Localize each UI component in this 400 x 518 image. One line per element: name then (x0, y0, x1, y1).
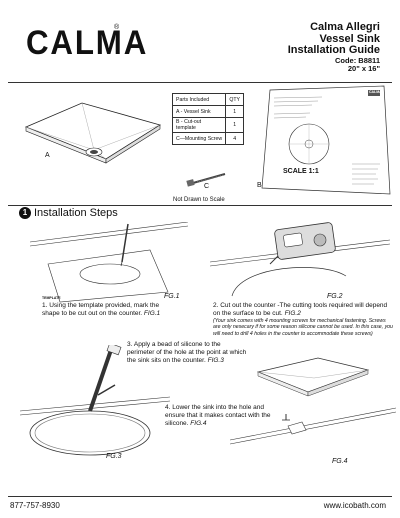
fig3-applying-silicone (20, 345, 170, 456)
label-c: C (204, 183, 210, 190)
step1-ref: FIG.1 (143, 310, 161, 318)
installation-steps-title: Installation Steps (34, 207, 118, 219)
header-product-type: Vessel Sink (319, 32, 380, 45)
part-name: B - Cut-out template (171, 117, 227, 133)
vessel-sink-illustration (24, 102, 161, 164)
parts-header-qty: QTY (225, 93, 244, 106)
header-size: 20" x 16" (347, 63, 380, 73)
guide-header: Calma Allegri Vessel Sink Installation G… (287, 21, 380, 73)
template-logo: CALMA (369, 90, 382, 94)
step2-ref: FIG.2 (284, 310, 301, 318)
part-qty: 1 (225, 105, 244, 118)
step4-text: 4. Lower the sink into the hole and ensu… (165, 404, 271, 428)
table-row: A - Vessel Sink 1 (171, 105, 244, 118)
parts-table-header: Parts Included QTY (171, 93, 244, 106)
step2-text: 2. Cut out the counter -The cutting tool… (213, 302, 388, 318)
section-divider (8, 205, 392, 206)
header-guide-title: Installation Guide (287, 44, 380, 57)
mounting-screw-illustration (186, 173, 226, 187)
step3-ref: FIG.3 (207, 357, 224, 365)
cutout-template-sheet-illustration (261, 85, 391, 195)
step3-text: 3. Apply a bead of silicone to the perim… (127, 341, 247, 365)
fig1-label: FG.1 (164, 293, 180, 300)
step1-text: 1. Using the template provided, mark the… (42, 302, 160, 318)
template-scale: SCALE 1:1 (283, 168, 319, 175)
fig4-label: FG.4 (332, 458, 348, 465)
parts-table: Parts Included QTY A - Vessel Sink 1 B -… (171, 93, 244, 145)
label-a: A (45, 152, 50, 159)
fig1-template-on-counter (30, 222, 188, 303)
parts-header-name: Parts Included (171, 93, 227, 106)
part-qty: 4 (225, 132, 244, 145)
registered-mark: ® (114, 24, 120, 31)
header-code: Code: B8811 (334, 55, 380, 65)
header-product-line: Calma Allegri (310, 21, 380, 33)
fig1-template-label: TEMPLATE (42, 296, 61, 300)
step-number-badge: 1 (19, 207, 31, 220)
not-to-scale-note: Not Drawn to Scale (173, 197, 225, 203)
step4-ref: FIG.4 (190, 420, 207, 428)
step4-instruction: 4. Lower the sink into the hole and ensu… (165, 404, 280, 428)
fig2-cutting-counter (210, 222, 390, 297)
footer-divider (8, 496, 392, 497)
table-row: B - Cut-out template 1 (171, 117, 244, 133)
fig4-lowering-sink (230, 357, 396, 445)
part-qty: 1 (225, 117, 244, 133)
footer-phone: 877-757-8930 (10, 501, 60, 510)
step3-instruction: 3. Apply a bead of silicone to the perim… (127, 341, 247, 365)
fig3-label: FG.3 (106, 453, 122, 460)
brand-logo: CALMA (26, 24, 149, 62)
step2-note: (Your sink comes with 4 mounting screws … (213, 318, 393, 337)
header-divider (8, 82, 392, 83)
part-name: A - Vessel Sink (171, 105, 227, 118)
part-name: C—Mounting Screw (171, 132, 227, 145)
fig2-label: FG.2 (327, 293, 343, 300)
table-row: C—Mounting Screw 4 (171, 132, 244, 145)
step2-instruction: 2. Cut out the counter -The cutting tool… (213, 302, 393, 337)
footer-website-link[interactable]: www.icobath.com (323, 501, 386, 510)
label-b: B (257, 182, 262, 189)
step1-instruction: 1. Using the template provided, mark the… (42, 302, 172, 318)
